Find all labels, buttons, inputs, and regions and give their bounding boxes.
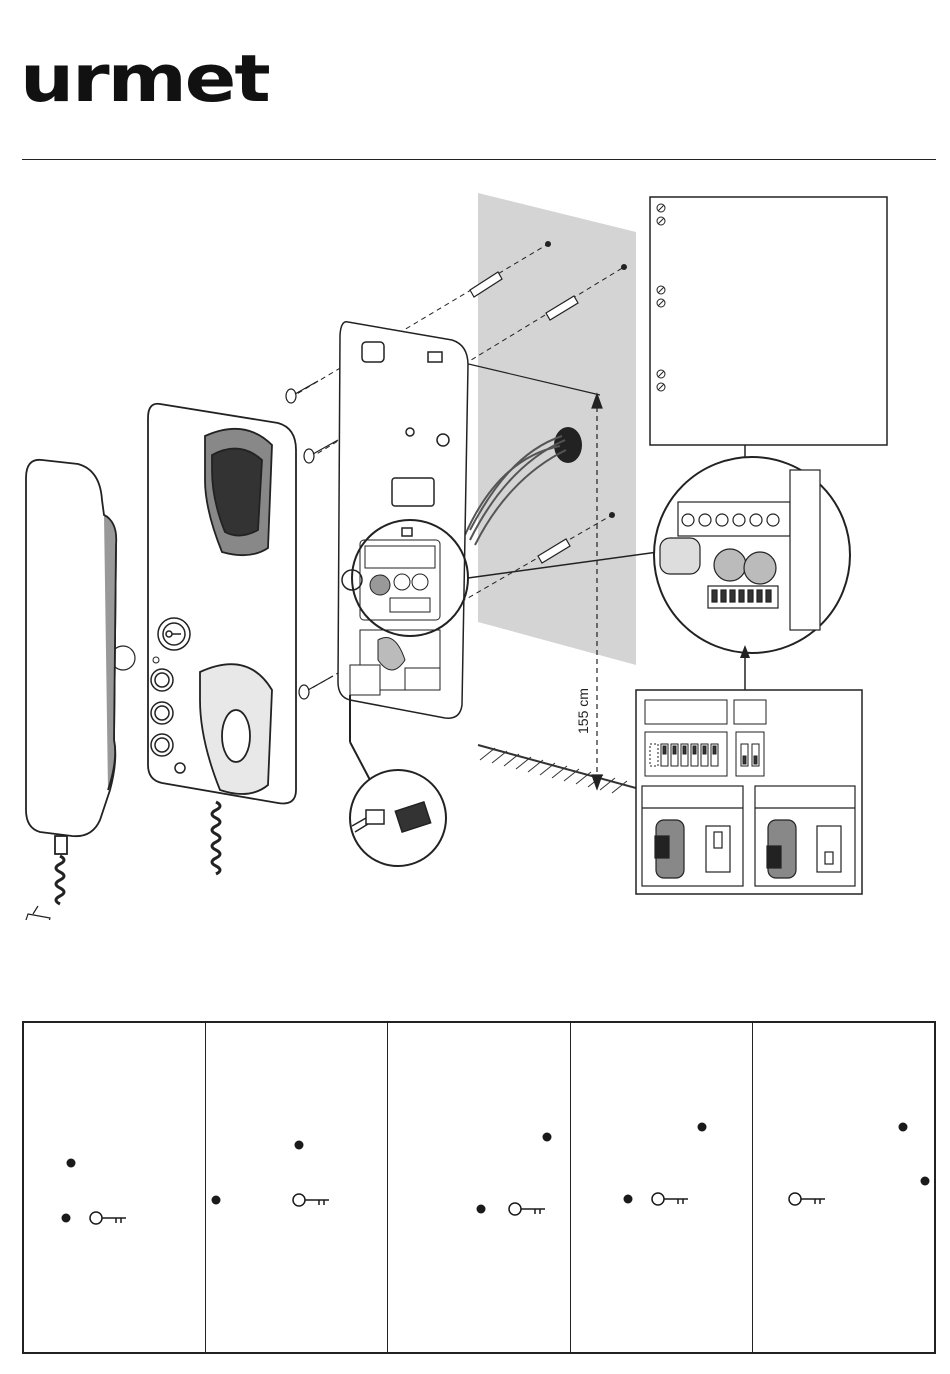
status-panel-5: [753, 1023, 934, 1352]
floor-hatch: [478, 745, 636, 793]
panel-5-graphic: [753, 1023, 935, 1353]
led-dot: [295, 1141, 304, 1150]
panel-2-graphic: [206, 1023, 388, 1353]
status-panel-1: [24, 1023, 206, 1352]
brand-logo: urmet: [20, 46, 269, 111]
key-icon: [90, 1212, 126, 1224]
status-panel-2: [206, 1023, 388, 1352]
led-dot: [477, 1205, 486, 1214]
panel-1-graphic: [24, 1023, 206, 1353]
panel-3-graphic: [388, 1023, 570, 1353]
led-dot: [67, 1159, 76, 1168]
status-panel-3: [388, 1023, 570, 1352]
note-icon: [22, 906, 50, 920]
led-dot: [212, 1196, 221, 1205]
terminal-legend-box: [650, 197, 887, 445]
led-dot: [697, 1123, 706, 1132]
handset-icon: [26, 460, 116, 854]
status-panel-4: [571, 1023, 753, 1352]
pcb-board: [350, 540, 440, 695]
led-dot: [623, 1195, 632, 1204]
height-label: 155 cm: [575, 688, 591, 734]
led-dot: [543, 1133, 552, 1142]
key-icon: [652, 1193, 688, 1205]
status-table: [22, 1021, 936, 1354]
dip-switch-icon: [645, 700, 766, 776]
led-dot: [62, 1214, 71, 1223]
key-icon: [293, 1194, 329, 1206]
key-icon: [509, 1203, 545, 1215]
led-dot: [920, 1177, 929, 1186]
led-dot: [898, 1123, 907, 1132]
wall-panel: [478, 193, 636, 665]
installation-diagram: 155 cm: [0, 160, 950, 920]
key-button: [158, 618, 190, 650]
key-icon: [789, 1193, 825, 1205]
panel-4-graphic: [571, 1023, 753, 1353]
